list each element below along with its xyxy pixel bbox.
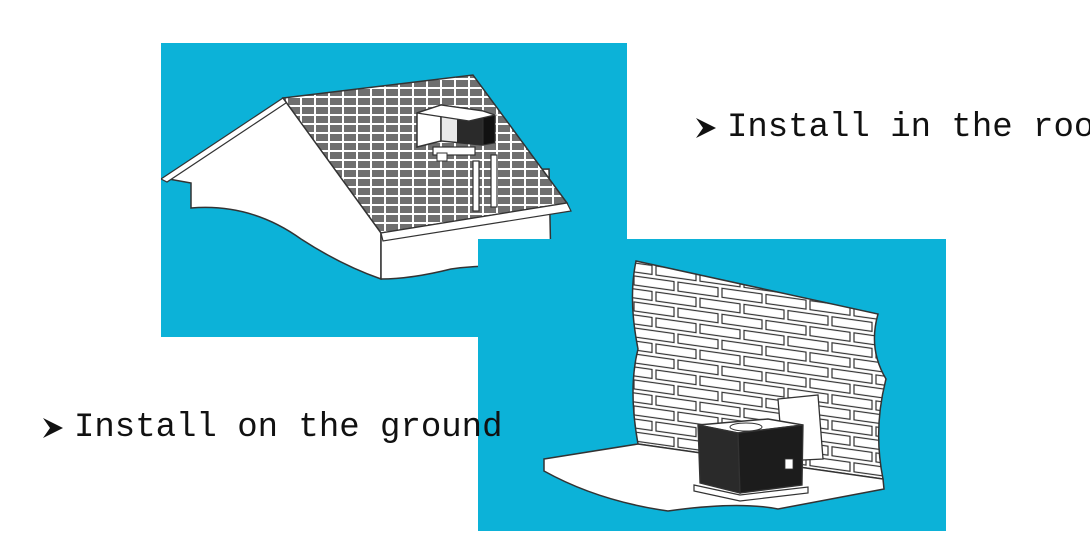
roof-install-illustration <box>161 43 627 337</box>
arrowhead-bullet-icon <box>40 415 66 441</box>
caption-roof-text: Install in the roof <box>727 109 1090 147</box>
rooftop-hvac-unit <box>416 103 498 212</box>
caption-ground: Install on the ground <box>40 411 502 445</box>
ground-hvac-unit <box>693 418 809 502</box>
caption-ground-text: Install on the ground <box>74 409 503 447</box>
caption-roof: Install in the roof <box>693 111 1090 145</box>
roof-house-drawing <box>161 74 572 281</box>
arrowhead-bullet-icon <box>693 115 719 141</box>
ground-install-illustration <box>478 239 946 531</box>
ground-wall-drawing <box>543 260 887 512</box>
